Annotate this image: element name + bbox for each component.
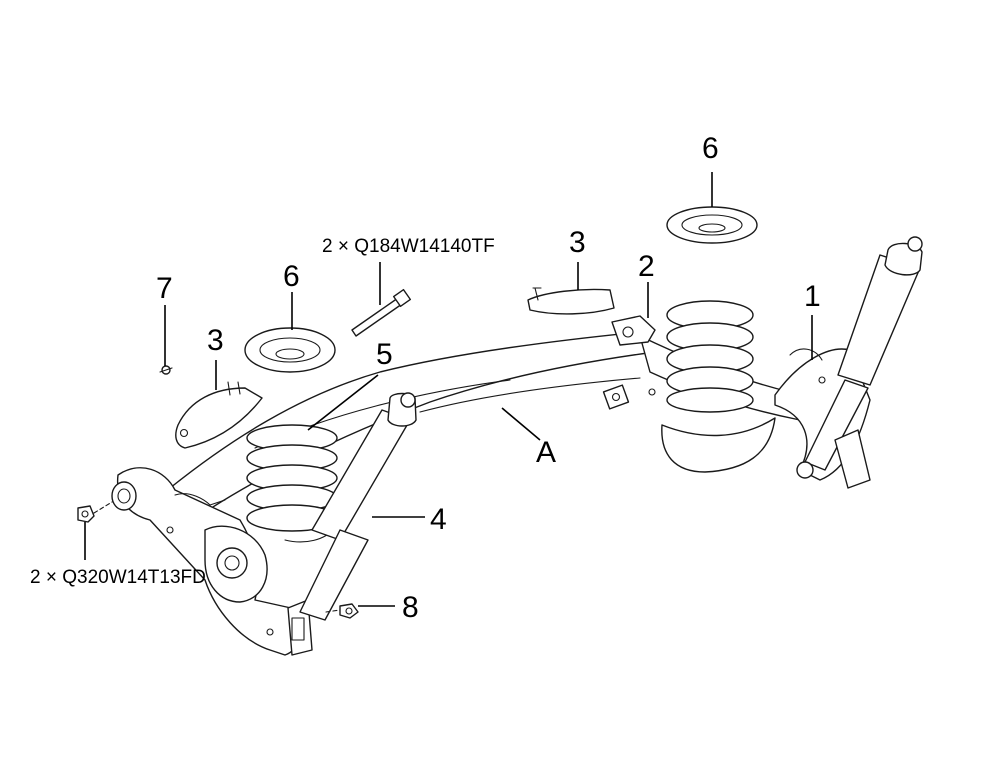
right-coil-spring (666, 300, 754, 413)
bushing-nut (77, 505, 95, 523)
left-shock-absorber (299, 392, 417, 621)
callout-7: 7 (156, 272, 173, 305)
callout-6-right: 6 (702, 132, 719, 165)
callout-1: 1 (804, 280, 821, 313)
left-bracket (175, 381, 263, 449)
right-shock-absorber (796, 236, 923, 489)
small-screw-7 (159, 365, 173, 375)
callout-2: 2 (638, 250, 655, 283)
callout-4: 4 (430, 503, 447, 536)
long-bolt (351, 288, 412, 337)
callout-5: 5 (376, 338, 393, 371)
bolt-spec-label: 2 × Q184W14140TF (322, 236, 495, 257)
bolt-8 (339, 603, 359, 619)
callout-A: A (536, 436, 556, 469)
callout-3-left: 3 (207, 324, 224, 357)
right-spring-seat (666, 206, 758, 244)
callout-6-left: 6 (283, 260, 300, 293)
right-bracket (527, 287, 615, 315)
left-spring-seat (244, 327, 336, 373)
left-trailing-arm (111, 467, 313, 656)
callout-3-right: 3 (569, 226, 586, 259)
nut-spec-label: 2 × Q320W14T13FD (30, 567, 206, 588)
bump-stop-bracket (611, 315, 656, 346)
callout-8: 8 (402, 591, 419, 624)
leader-lines (84, 172, 813, 613)
